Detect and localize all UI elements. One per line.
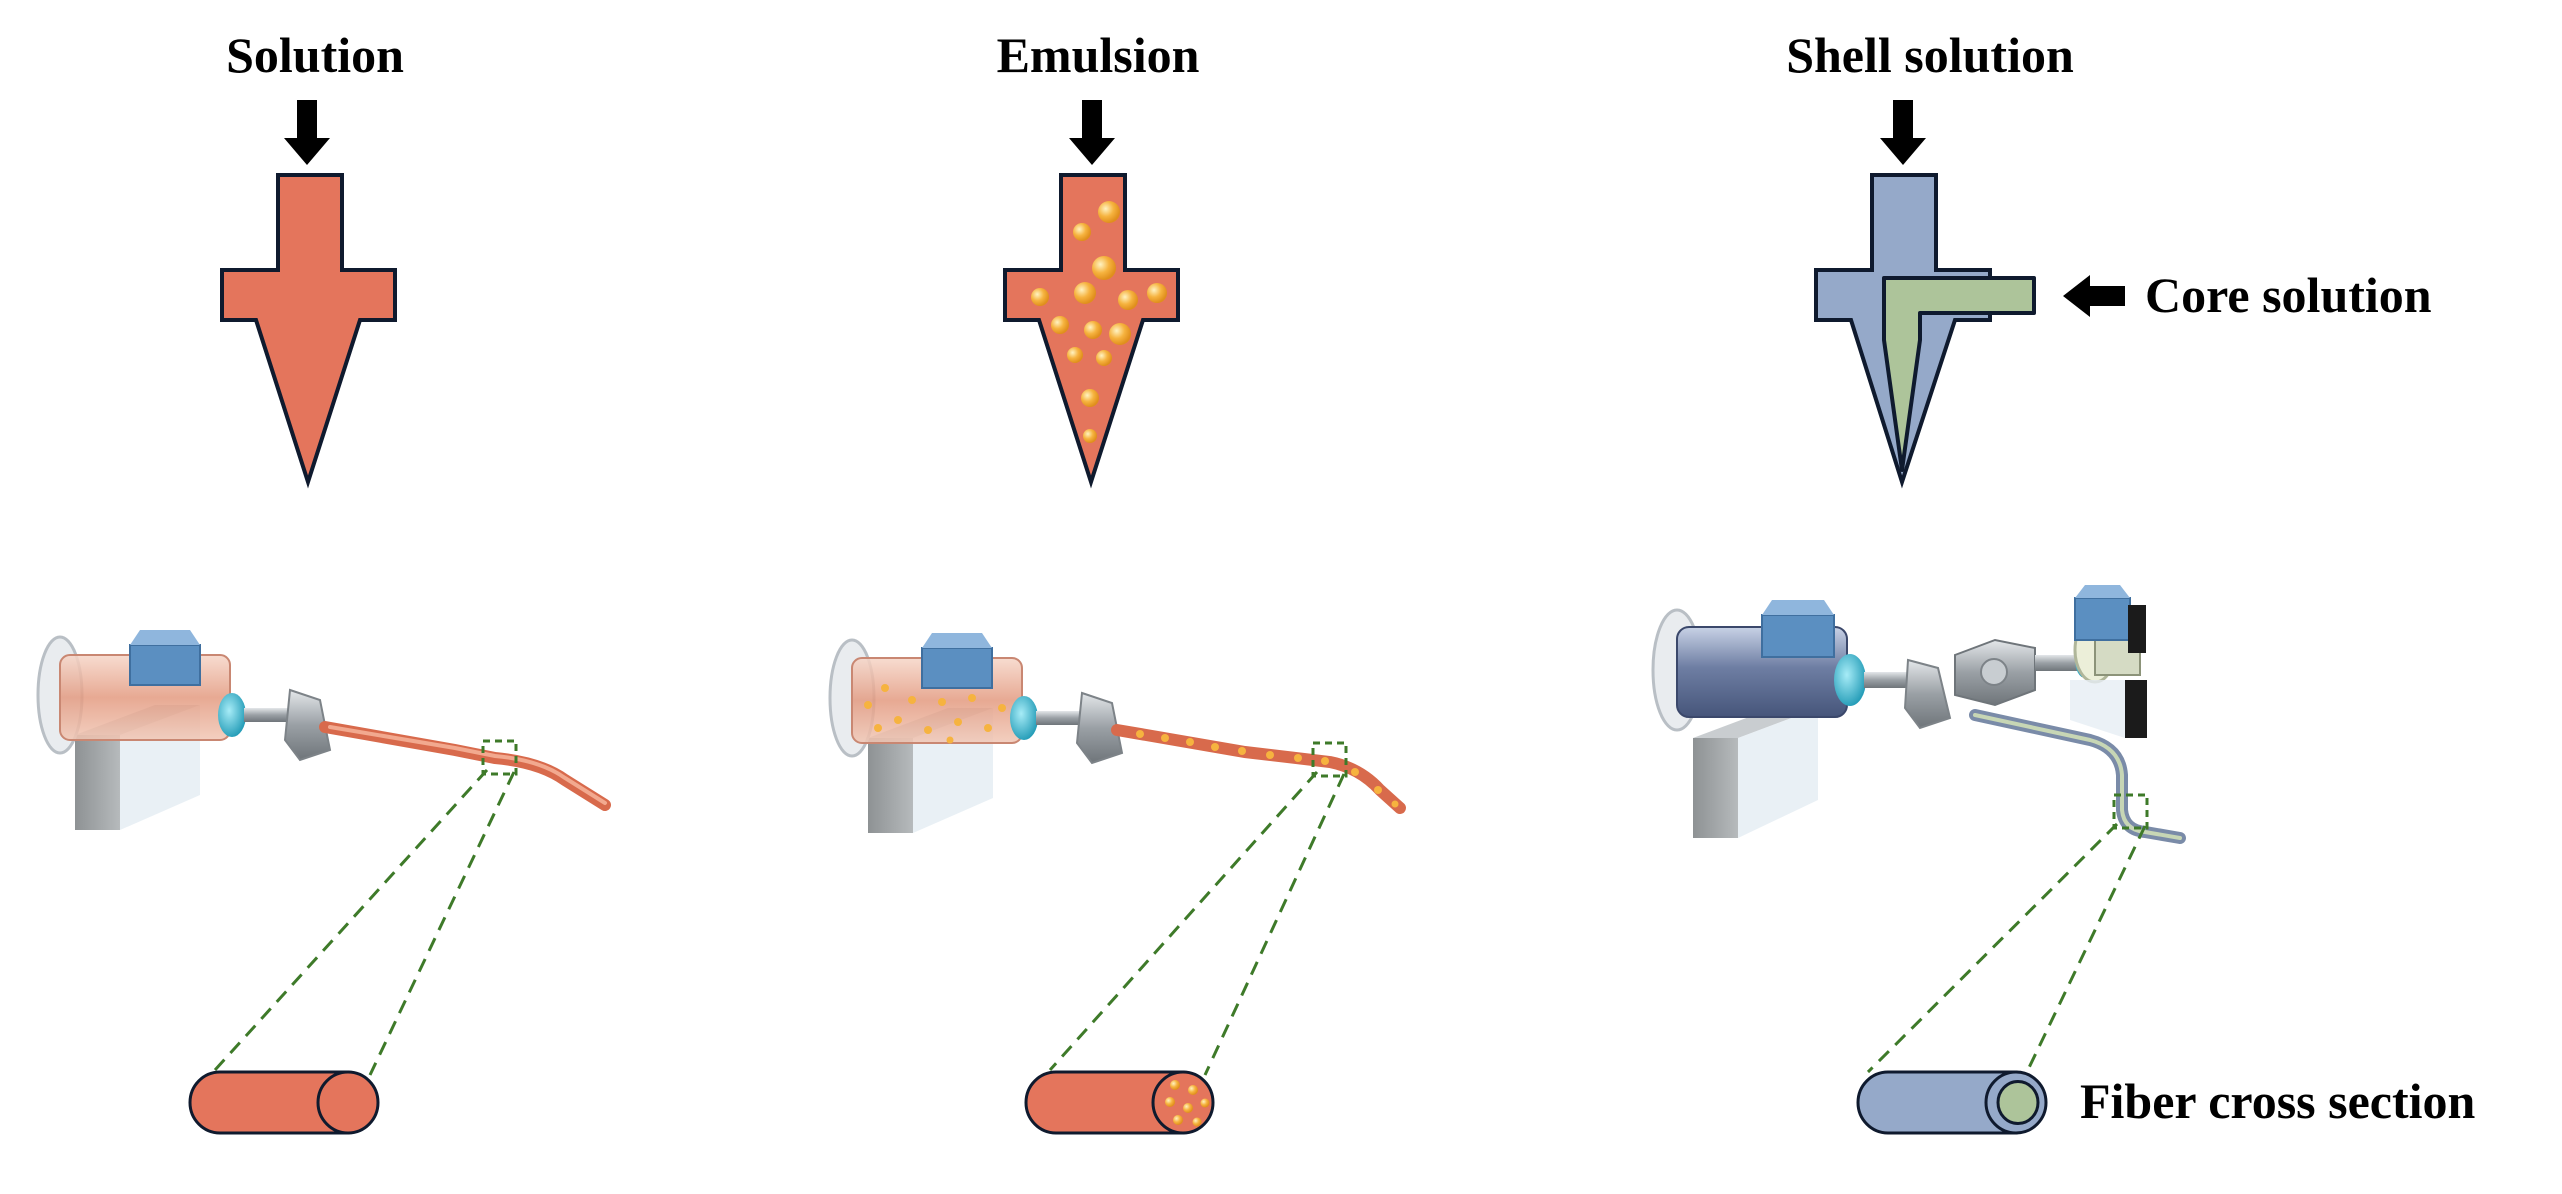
fiber-body bbox=[188, 1070, 350, 1135]
label-core-solution: Core solution bbox=[2145, 267, 2432, 323]
label-emulsion: Emulsion bbox=[997, 27, 1200, 83]
panel-emulsion: Emulsion bbox=[828, 27, 1406, 1135]
fiber-solid bbox=[188, 1070, 380, 1135]
label-shell-solution: Shell solution bbox=[1786, 27, 2074, 83]
fiber-body bbox=[1024, 1070, 1185, 1135]
fiber-core bbox=[1996, 1080, 2040, 1125]
arrow-down-icon bbox=[284, 100, 330, 165]
nozzle-tip-cyan bbox=[1010, 696, 1038, 740]
zoom-line-left bbox=[213, 768, 489, 1072]
zoom-line-left bbox=[1866, 822, 2119, 1074]
nozzle-tip-cyan bbox=[218, 693, 246, 737]
needle-tube bbox=[1864, 672, 1912, 688]
core-nozzle bbox=[1882, 276, 2036, 472]
label-solution: Solution bbox=[226, 27, 404, 83]
electrospinning-setup-emulsion bbox=[828, 633, 1406, 833]
clamp-block bbox=[1761, 614, 1835, 658]
needle-tube bbox=[1036, 711, 1082, 725]
spinneret-nozzle bbox=[220, 173, 397, 489]
zoom-box bbox=[1311, 741, 1348, 778]
fiber-jet-coaxial bbox=[1969, 709, 2186, 844]
arrow-left-icon bbox=[2063, 275, 2125, 317]
zoom-box bbox=[2112, 793, 2149, 830]
emulsion-droplets bbox=[1031, 201, 1167, 443]
zoom-box bbox=[481, 739, 518, 776]
fiber-end-face bbox=[316, 1070, 380, 1135]
zoom-line-right bbox=[2023, 825, 2147, 1077]
collector-plate bbox=[1075, 691, 1124, 765]
clamp-block bbox=[921, 647, 993, 689]
zoom-line-right bbox=[1203, 773, 1346, 1076]
arrow-down-icon bbox=[1880, 100, 1926, 165]
zoom-line-right bbox=[368, 771, 516, 1076]
panel-solution: Solution bbox=[36, 27, 611, 1135]
fiber-droplets bbox=[1165, 1080, 1210, 1127]
electrospinning-setup-solution bbox=[36, 630, 611, 830]
fiber-emulsion bbox=[1024, 1070, 1215, 1135]
stand bbox=[1693, 738, 1738, 838]
electrospinning-setup-coaxial bbox=[1651, 585, 2186, 844]
fiber-body-shell bbox=[1856, 1070, 2018, 1135]
clamp-block bbox=[129, 644, 201, 686]
stand-dark bbox=[2125, 680, 2147, 738]
core-feed-tube bbox=[2035, 655, 2080, 671]
barrel-droplets bbox=[864, 684, 1006, 744]
clamp-block bbox=[2074, 597, 2131, 641]
stand bbox=[868, 738, 913, 833]
arrow-down-icon bbox=[1069, 100, 1115, 165]
needle-tube bbox=[244, 708, 290, 722]
collector-plate bbox=[283, 688, 332, 762]
clamp-block-top bbox=[130, 630, 200, 645]
stand bbox=[75, 735, 120, 830]
panel-core-shell: Shell solution Core solution bbox=[1651, 27, 2476, 1135]
jet-droplets bbox=[1136, 730, 1399, 808]
fiber-core-shell bbox=[1856, 1070, 2048, 1135]
nozzle-tip-cyan bbox=[1834, 654, 1866, 706]
zoom-line-left bbox=[1048, 770, 1319, 1072]
stand-dark bbox=[2128, 605, 2146, 653]
collector-plate bbox=[1903, 658, 1952, 730]
label-fiber-cross-section: Fiber cross section bbox=[2080, 1073, 2476, 1129]
